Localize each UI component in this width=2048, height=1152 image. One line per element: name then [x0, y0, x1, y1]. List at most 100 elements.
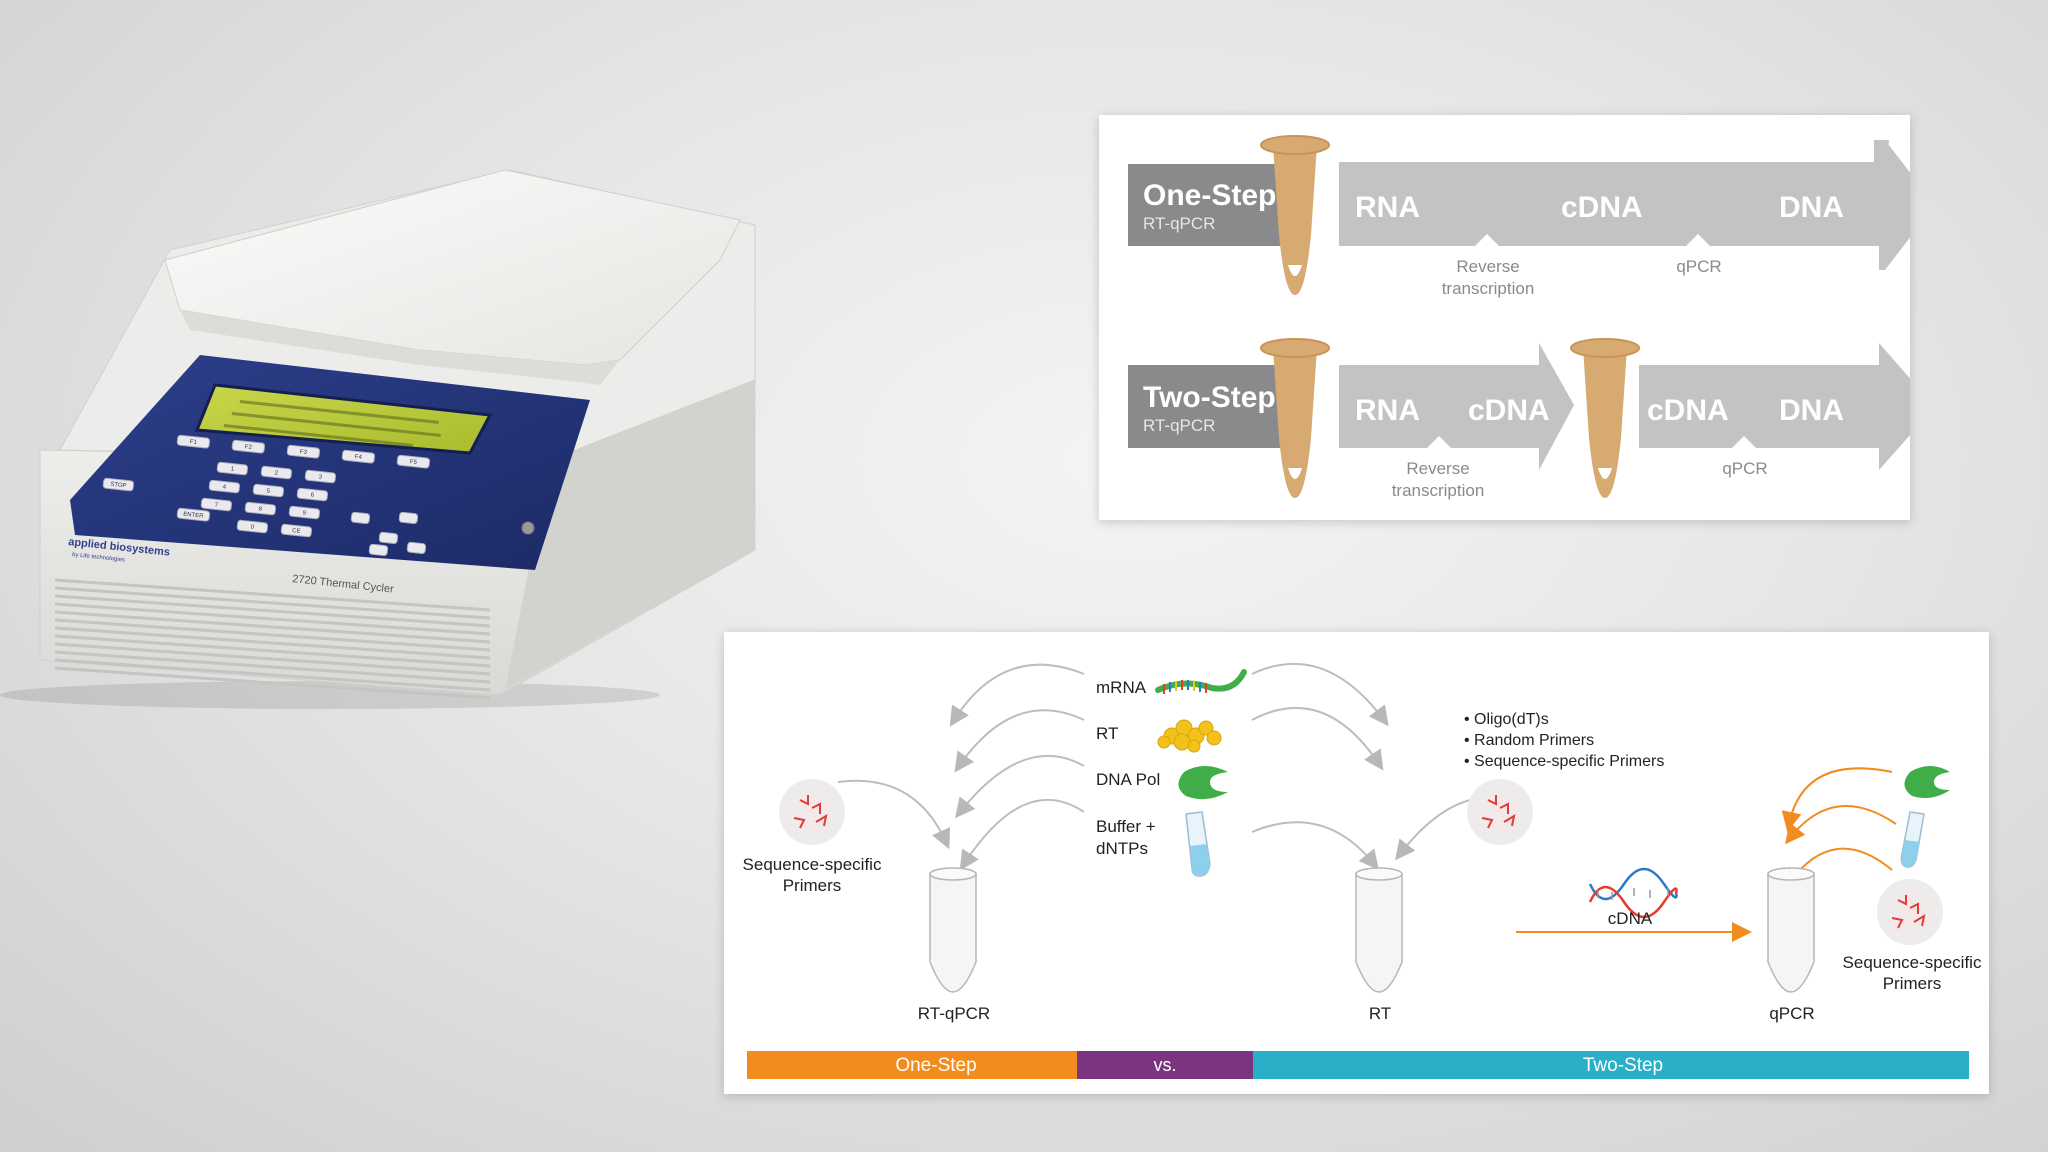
svg-text:STOP: STOP [110, 482, 127, 490]
keypad-key: 5 [252, 483, 285, 498]
svg-text:2: 2 [274, 470, 279, 476]
svg-text:7: 7 [214, 502, 219, 508]
one-step-rt-label-1: Reverse [1456, 257, 1519, 276]
svg-text:3: 3 [318, 474, 323, 480]
keypad-key: 7 [200, 497, 233, 512]
two-step-stage-dna: DNA [1779, 394, 1844, 427]
reagent-buffer: Buffer + [1096, 817, 1156, 836]
keypad-key: 3 [304, 469, 337, 484]
reagent-dna-pol: DNA Pol [1096, 770, 1160, 789]
svg-text:F1: F1 [189, 439, 197, 446]
function-key: F3 [286, 444, 321, 459]
qpcr-arrows [1516, 767, 1897, 942]
svg-text:8: 8 [258, 506, 263, 512]
bar-vs: vs. [1153, 1055, 1176, 1075]
bar-two-step: Two-Step [1583, 1055, 1663, 1076]
two-step-stage-rna: RNA [1355, 394, 1420, 427]
svg-text:F3: F3 [299, 449, 307, 456]
keypad-key: 9 [288, 505, 321, 520]
arrow-key [398, 511, 419, 525]
workflow-comparison-panel: One-Step RT-qPCR RNA cDNA DNA Reverse tr… [1099, 115, 1935, 520]
one-step-qpcr-label: qPCR [1676, 257, 1721, 276]
svg-text:F4: F4 [354, 454, 362, 461]
rt-enzyme-icon [1157, 719, 1222, 753]
stop-key: STOP [102, 477, 135, 492]
primers-icon [779, 779, 845, 845]
left-primers-label-1: Sequence-specific [743, 855, 882, 874]
one-step-subtitle: RT-qPCR [1143, 214, 1215, 233]
two-step-subtitle: RT-qPCR [1143, 416, 1215, 435]
cdna-label: cDNA [1608, 909, 1653, 928]
reagent-arrows-left [837, 663, 1085, 871]
svg-text:6: 6 [310, 492, 315, 498]
svg-text:0: 0 [250, 524, 255, 530]
tube-icon [1570, 338, 1640, 498]
keypad-key: 8 [244, 501, 277, 516]
svg-text:9: 9 [302, 510, 307, 516]
primers-icon [1877, 879, 1943, 945]
svg-text:F5: F5 [409, 459, 417, 466]
two-step-stage-cdna-2: cDNA [1647, 394, 1729, 427]
function-key: F1 [176, 434, 211, 449]
arrow-key [350, 511, 371, 525]
svg-text:1: 1 [230, 466, 235, 472]
function-key: F2 [231, 439, 266, 454]
rt-tube-icon [1355, 867, 1403, 993]
two-step-qpcr-label: qPCR [1722, 459, 1767, 478]
one-step-row: One-Step RT-qPCR RNA cDNA DNA Reverse tr… [1128, 135, 1935, 298]
reagent-mrna: mRNA [1096, 678, 1147, 697]
tube-label-qpcr: qPCR [1769, 1004, 1814, 1023]
reagent-dntps: dNTPs [1096, 839, 1148, 858]
one-step-stage-rna: RNA [1355, 191, 1420, 224]
primer-option-oligo: • Oligo(dT)s [1464, 711, 1549, 728]
primer-option-specific: • Sequence-specific Primers [1464, 753, 1664, 770]
function-key: F4 [341, 449, 376, 464]
protocol-diagram-panel: mRNA RT DNA Pol Buffer + dNTPs [724, 632, 1989, 1094]
left-primers-label-2: Primers [783, 876, 842, 895]
function-key: F5 [396, 454, 431, 469]
one-step-title: One-Step [1143, 179, 1276, 212]
two-step-row: Two-Step RT-qPCR RNA cDNA cDNA DNA Rever… [1128, 338, 1935, 500]
keypad-key: 1 [216, 461, 249, 476]
svg-text:CE: CE [292, 528, 301, 535]
two-step-stage-cdna-1: cDNA [1468, 394, 1550, 427]
keypad-key: 2 [260, 465, 293, 480]
two-step-title: Two-Step [1143, 381, 1276, 414]
one-step-stage-dna: DNA [1779, 191, 1844, 224]
buffer-tube-icon [1900, 811, 1925, 868]
rt-qpcr-tube-icon [929, 867, 977, 993]
right-primers-label-2: Primers [1883, 974, 1942, 993]
enter-key: ENTER [176, 507, 211, 522]
arrow-key [406, 541, 427, 555]
two-step-rt-label-1: Reverse [1406, 459, 1469, 478]
svg-text:5: 5 [266, 488, 271, 494]
buffer-tube-icon [1185, 811, 1211, 877]
svg-text:ENTER: ENTER [183, 512, 205, 520]
primer-option-random: • Random Primers [1464, 732, 1594, 749]
arrow-key [378, 531, 399, 545]
lcd-display [194, 383, 493, 455]
one-step-stage-cdna: cDNA [1561, 191, 1643, 224]
tube-icon [1260, 135, 1330, 295]
svg-text:4: 4 [222, 484, 227, 490]
tube-icon [1260, 338, 1330, 498]
keypad-key: CE [280, 523, 313, 538]
tube-label-rt-qpcr: RT-qPCR [918, 1004, 990, 1023]
tube-label-rt: RT [1369, 1004, 1391, 1023]
comparison-bar: One-Step vs. Two-Step [747, 1051, 1969, 1079]
reagent-arrows-right [1251, 662, 1471, 871]
bar-one-step: One-Step [895, 1055, 976, 1076]
dna-polymerase-icon [1178, 766, 1228, 800]
one-step-rt-label-2: transcription [1442, 279, 1535, 298]
keypad-key: 0 [236, 519, 269, 534]
dna-polymerase-icon [1904, 766, 1950, 798]
mrna-icon [1155, 669, 1247, 694]
cdna-helix-icon [1588, 867, 1678, 919]
primers-icon [1467, 779, 1533, 845]
qpcr-tube-icon [1767, 867, 1815, 993]
sub-brand-label: by Life technologies [72, 552, 125, 564]
svg-text:F2: F2 [244, 444, 252, 451]
two-step-rt-label-2: transcription [1392, 481, 1485, 500]
arrow-key [368, 543, 389, 557]
